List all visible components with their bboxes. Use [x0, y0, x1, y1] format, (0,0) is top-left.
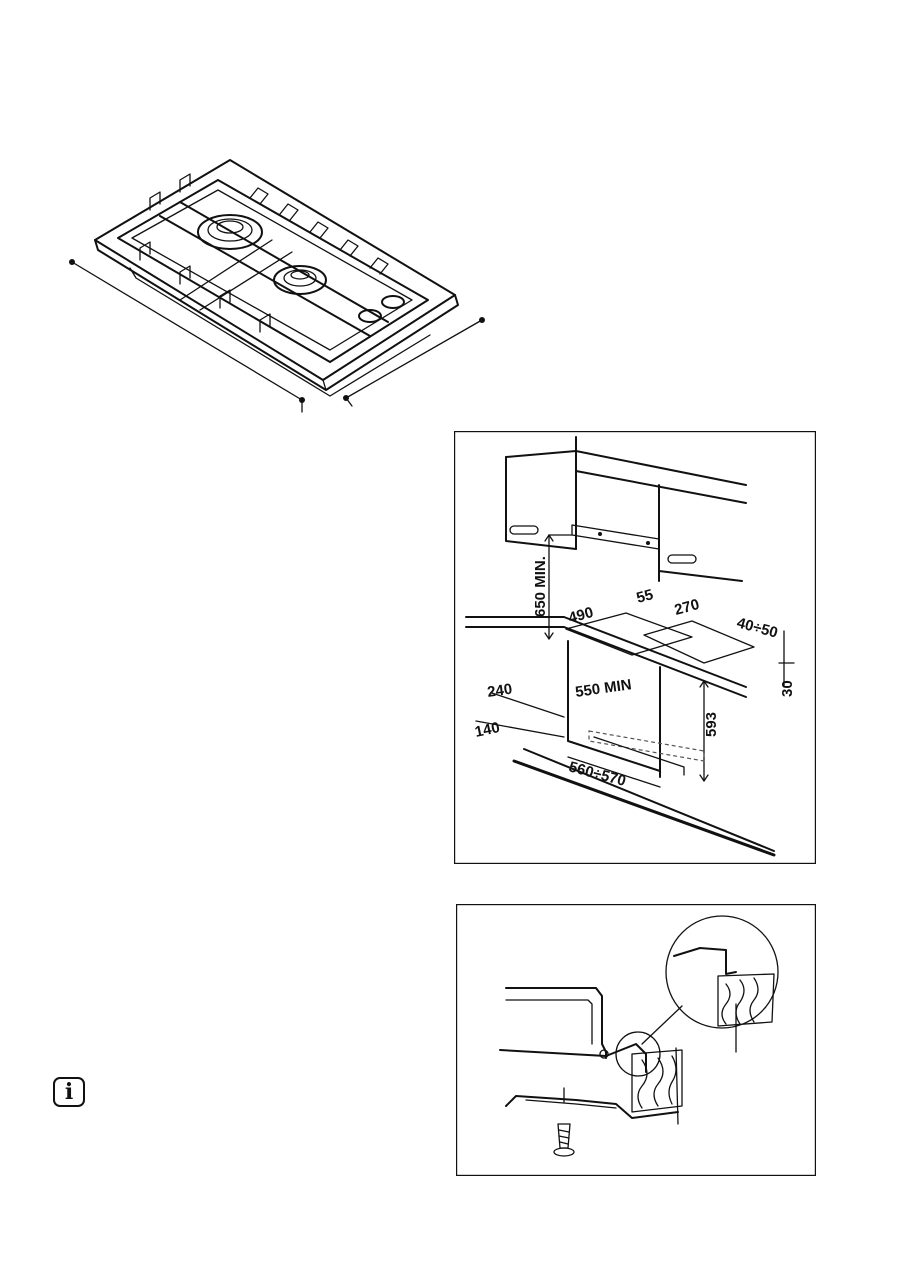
- info-icon: i: [53, 1077, 85, 1107]
- dim-560-570: 560÷570: [567, 758, 628, 790]
- dim-270: 270: [673, 596, 702, 619]
- dim-650-min: 650 MIN.: [532, 556, 549, 617]
- dim-55: 55: [635, 586, 656, 607]
- dim-240: 240: [486, 681, 513, 701]
- hob-illustration: [69, 159, 485, 413]
- installation-dimensions-diagram: 650 MIN. 490 55 270 40÷50 30 240 550 MIN…: [454, 431, 816, 864]
- dim-550-min: 550 MIN: [574, 676, 633, 701]
- dim-140: 140: [473, 719, 501, 741]
- fixing-detail-diagram: [456, 904, 816, 1176]
- dim-30: 30: [779, 680, 796, 697]
- dim-490: 490: [567, 604, 596, 627]
- dim-40-50: 40÷50: [735, 614, 780, 641]
- info-icon-glyph: i: [64, 1079, 74, 1105]
- dim-593: 593: [703, 712, 720, 737]
